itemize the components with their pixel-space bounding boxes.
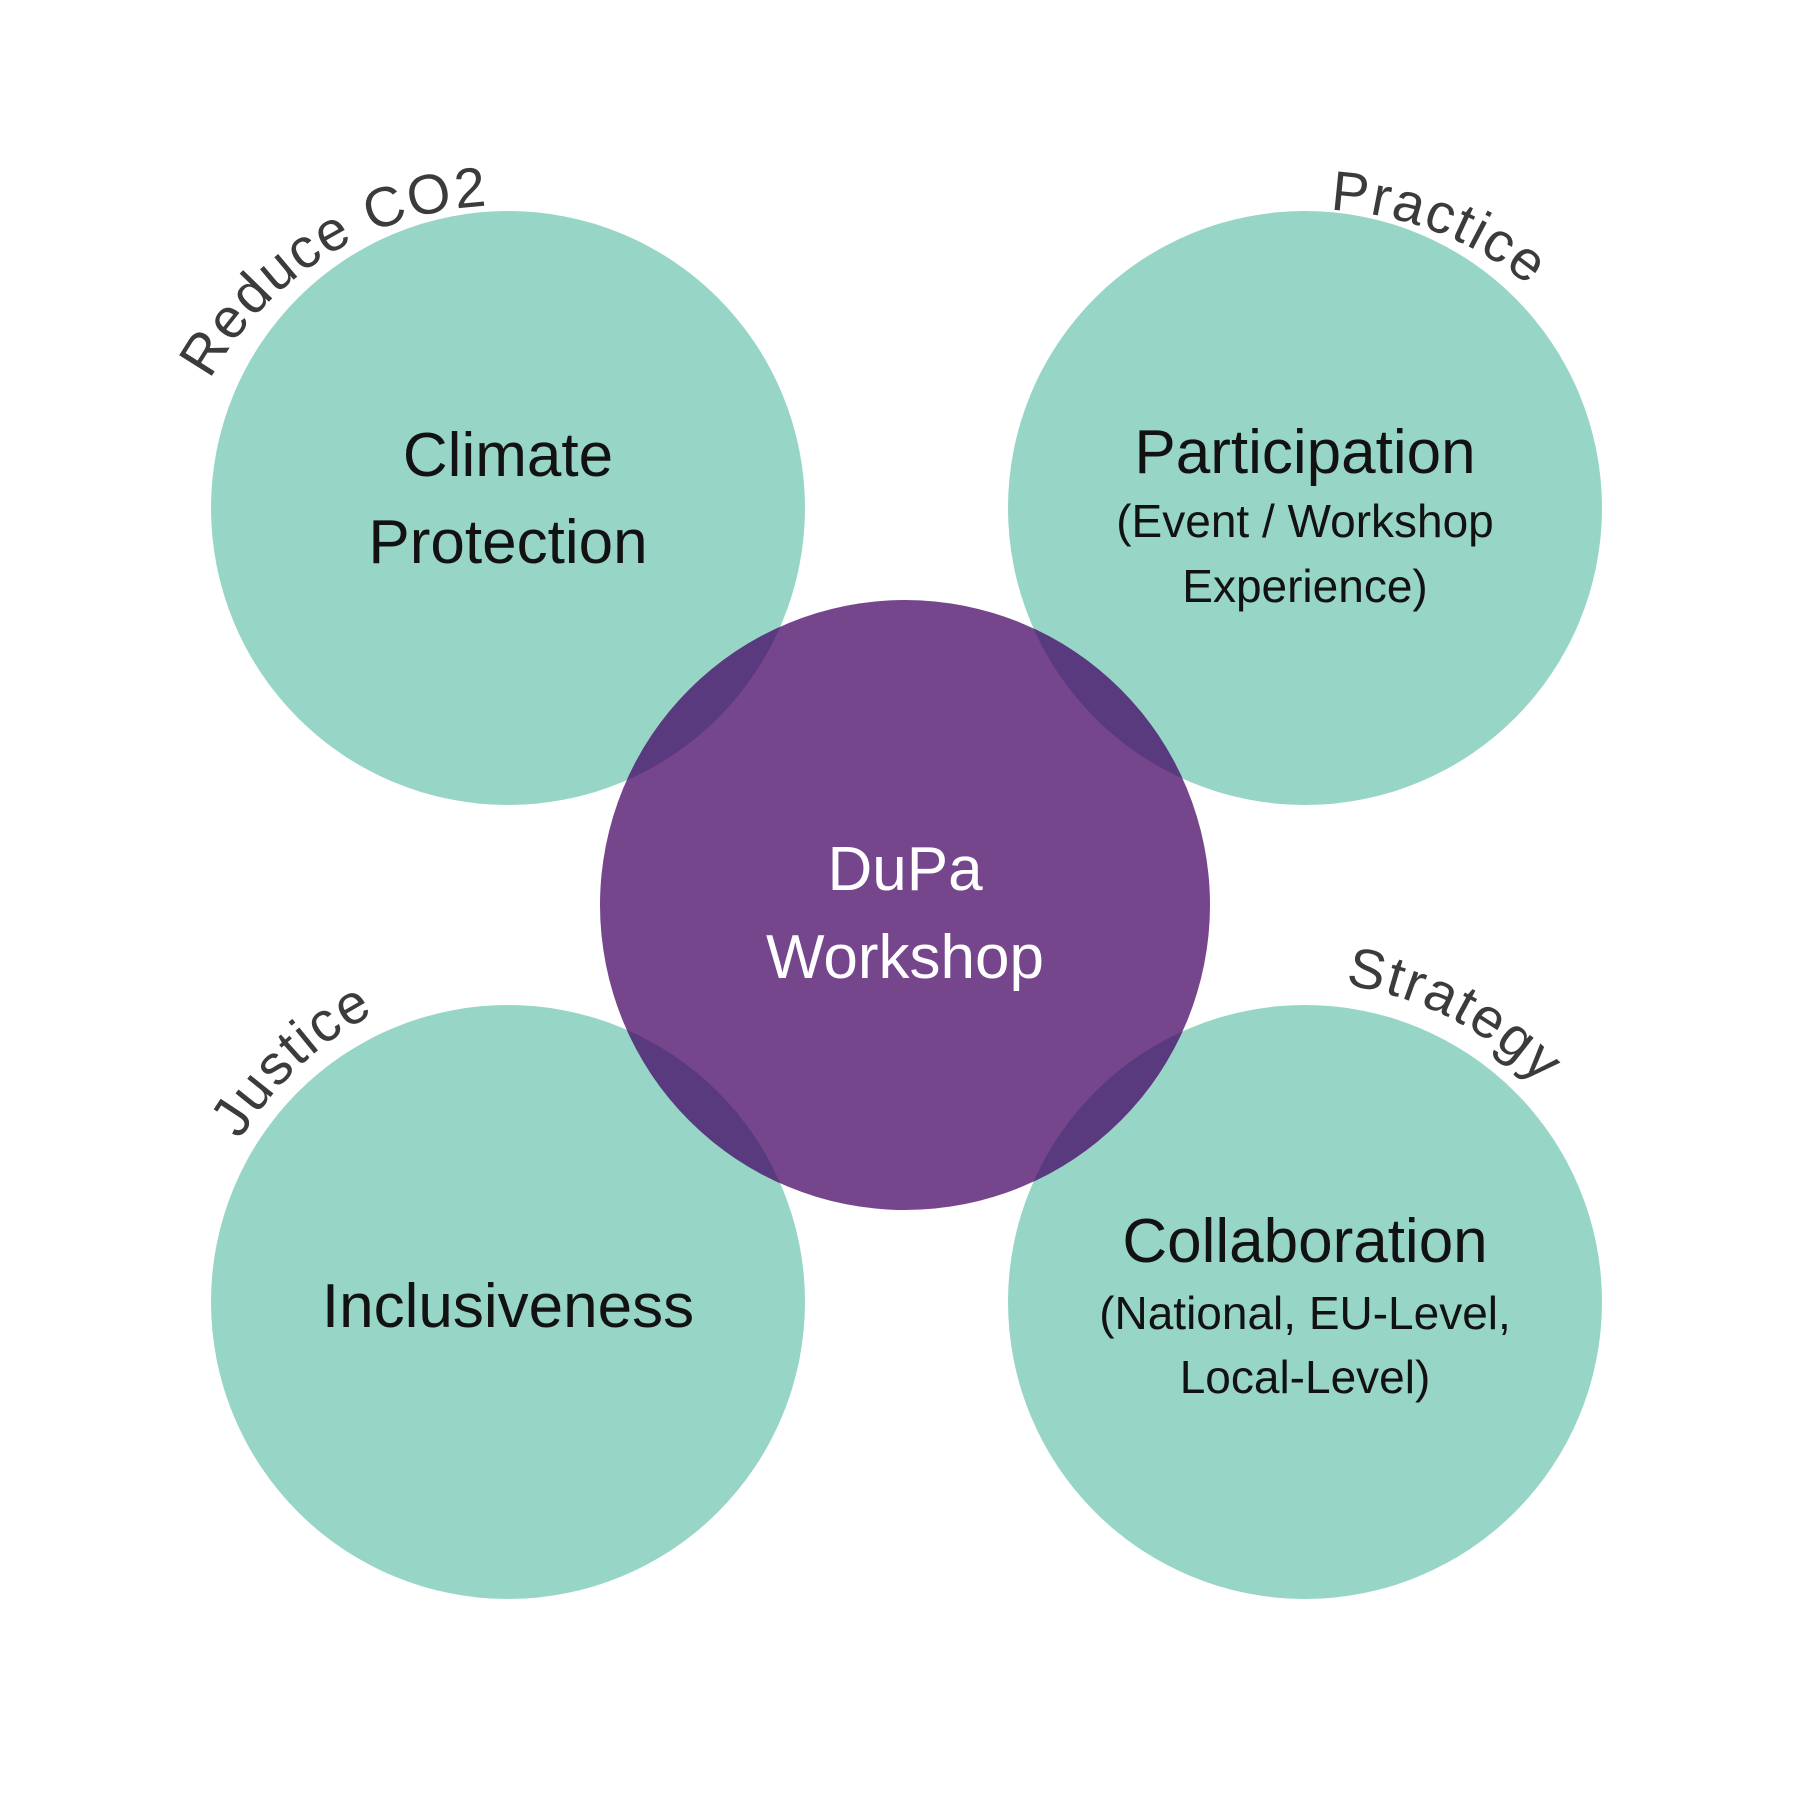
participation-title: Participation xyxy=(1134,418,1475,487)
center-title-line2: Workshop xyxy=(766,923,1044,992)
circle-climate-protection xyxy=(211,211,805,805)
circle-collaboration xyxy=(1008,1005,1602,1599)
circle-participation xyxy=(1008,211,1602,805)
participation-sub-line2: Experience) xyxy=(1182,560,1427,612)
participation-sub-line1: (Event / Workshop xyxy=(1116,495,1494,547)
collaboration-sub-line2: Local-Level) xyxy=(1180,1351,1431,1403)
circle-inclusiveness xyxy=(211,1005,805,1599)
collaboration-sub-line1: (National, EU-Level, xyxy=(1099,1287,1511,1339)
climate-title-line1: Climate xyxy=(403,421,613,490)
climate-title-line2: Protection xyxy=(368,508,647,577)
center-title-line1: DuPa xyxy=(827,835,983,904)
inclusiveness-title: Inclusiveness xyxy=(322,1272,694,1341)
circle-dupa-workshop xyxy=(600,600,1210,1210)
collaboration-title: Collaboration xyxy=(1122,1207,1487,1276)
